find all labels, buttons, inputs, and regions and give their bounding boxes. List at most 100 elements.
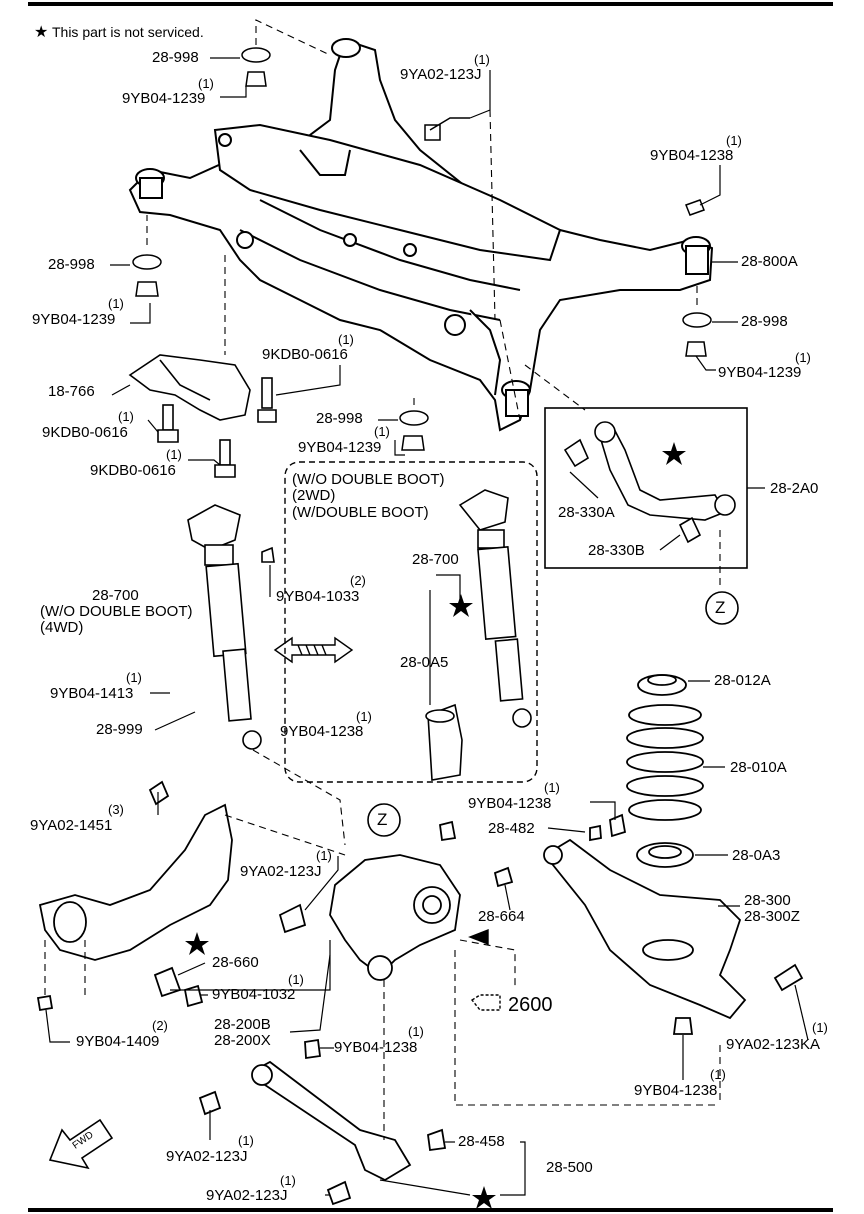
fwd-arrow-icon: [48, 1118, 114, 1170]
variant-box: [284, 461, 538, 783]
upper-fasteners: [132, 47, 712, 451]
lower-arm-28-300: [493, 813, 804, 1035]
label-9YA02-123KA: 9YA02-123KA: [726, 1036, 820, 1053]
label-qty: (1): [544, 780, 560, 795]
label-28-012A: 28-012A: [714, 672, 771, 689]
label-28-500: 28-500: [546, 1159, 593, 1176]
label-28-330B: 28-330B: [588, 542, 645, 559]
label-variant-2wd: (2WD): [292, 487, 336, 504]
label-variant-wo-double-boot-4wd: (W/O DOUBLE BOOT): [40, 603, 193, 620]
label-9KDB0-0616-c: 9KDB0-0616: [90, 462, 176, 479]
label-9YB04-1239-right: 9YB04-1239: [718, 364, 802, 381]
label-qty: (2): [152, 1018, 168, 1033]
label-variant-4wd: (4WD): [40, 619, 84, 636]
label-28-664: 28-664: [478, 908, 525, 925]
double-arrow: [273, 636, 354, 664]
shock-absorber-2wd: [425, 489, 532, 781]
label-qty: (1): [795, 350, 811, 365]
dashed-guides: [44, 19, 721, 1140]
label-qty: (1): [374, 424, 390, 439]
label-9YA02-123J-lower: 9YA02-123J: [166, 1148, 248, 1165]
label-28-998-left: 28-998: [48, 256, 95, 273]
z-marker-lower: Z: [377, 810, 388, 829]
label-28-010A: 28-010A: [730, 759, 787, 776]
label-qty: (1): [280, 1173, 296, 1188]
label-9YB04-1238-lower: 9YB04-1238: [334, 1039, 418, 1056]
knuckle-2600: [278, 820, 461, 981]
label-9YB04-1238-right: 9YB04-1238: [468, 795, 552, 812]
label-9YA02-123J-bottom: 9YA02-123J: [206, 1187, 288, 1204]
label-9YB04-1032: 9YB04-1032: [212, 986, 296, 1003]
label-18-766: 18-766: [48, 383, 95, 400]
label-qty: (1): [288, 972, 304, 987]
bracket-18-766: [128, 354, 277, 478]
label-9YA02-123J-top: 9YA02-123J: [400, 66, 482, 83]
label-9YB04-1239-left: 9YB04-1239: [32, 311, 116, 328]
label-qty: (1): [126, 670, 142, 685]
label-28-300Z: 28-300Z: [744, 908, 800, 925]
label-qty: (3): [108, 802, 124, 817]
label-28-800A: 28-800A: [741, 253, 798, 270]
star-markers: [185, 442, 686, 1209]
label-qty: (1): [166, 447, 182, 462]
label-qty: (1): [474, 52, 490, 67]
label-qty: (1): [338, 332, 354, 347]
label-qty: (1): [108, 296, 124, 311]
coil-spring: [626, 674, 704, 868]
label-2600: 2600: [508, 994, 553, 1016]
label-28-998-right: 28-998: [741, 313, 788, 330]
label-28-0A3: 28-0A3: [732, 847, 781, 864]
label-qty: (1): [726, 133, 742, 148]
label-28-482: 28-482: [488, 820, 535, 837]
label-qty: (1): [316, 848, 332, 863]
label-9YB04-1033: 9YB04-1033: [276, 588, 360, 605]
upper-arm-28-2A0: [563, 421, 736, 544]
lateral-link-28-500: [198, 1038, 447, 1206]
label-variant-wo-double-boot: (W/O DOUBLE BOOT): [292, 471, 445, 488]
knuckle-pointer-arrow-icon: [468, 928, 489, 946]
label-28-660: 28-660: [212, 954, 259, 971]
label-variant-w-double-boot: (W/DOUBLE BOOT): [292, 504, 429, 521]
label-28-0A5: 28-0A5: [400, 654, 449, 671]
z-marker-circle-lower: [367, 803, 401, 837]
label-28-458: 28-458: [458, 1133, 505, 1150]
trailing-arm-28-200B: [36, 780, 233, 1012]
label-9KDB0-0616-b: 9KDB0-0616: [42, 424, 128, 441]
label-9YB04-1409: 9YB04-1409: [76, 1033, 160, 1050]
label-28-330A: 28-330A: [558, 504, 615, 521]
label-28-999: 28-999: [96, 721, 143, 738]
label-28-2A0: 28-2A0: [770, 480, 819, 497]
label-28-300: 28-300: [744, 892, 791, 909]
z-marker-circle-upper: [705, 591, 739, 625]
label-qty: (1): [198, 76, 214, 91]
label-qty: (1): [356, 709, 372, 724]
label-28-700-2wd: 28-700: [412, 551, 459, 568]
label-9YB04-1413: 9YB04-1413: [50, 685, 134, 702]
top-rule: [28, 2, 833, 6]
knuckle-ref-arrow-icon: [470, 994, 501, 1011]
label-9YB04-1238-bottom: 9YB04-1238: [634, 1082, 718, 1099]
upper-arm-box: [544, 407, 748, 569]
label-9YB04-1238-top: 9YB04-1238: [650, 147, 734, 164]
star-icon: ★: [34, 24, 49, 41]
label-28-700-4wd: 28-700: [92, 587, 139, 604]
shock-absorber-4wd: [187, 504, 275, 750]
label-qty: (1): [238, 1133, 254, 1148]
label-28-998-mid: 28-998: [316, 410, 363, 427]
label-qty: (1): [408, 1024, 424, 1039]
label-9YB04-1239-top: 9YB04-1239: [122, 90, 206, 107]
label-qty: (2): [350, 573, 366, 588]
label-9YB04-1239-mid: 9YB04-1239: [298, 439, 382, 456]
leader-lines: [45, 57, 809, 1196]
bottom-rule: [28, 1208, 833, 1212]
crossmember: [128, 38, 714, 432]
label-28-200B: 28-200B: [214, 1016, 271, 1033]
legend-note: ★ This part is not serviced.: [34, 22, 204, 42]
label-28-200X: 28-200X: [214, 1032, 271, 1049]
label-9KDB0-0616-a: 9KDB0-0616: [262, 346, 348, 363]
label-9YB04-1238-mid: 9YB04-1238: [280, 723, 364, 740]
label-qty: (1): [710, 1067, 726, 1082]
legend-note-text: This part is not serviced.: [51, 24, 204, 40]
label-qty: (1): [812, 1020, 828, 1035]
